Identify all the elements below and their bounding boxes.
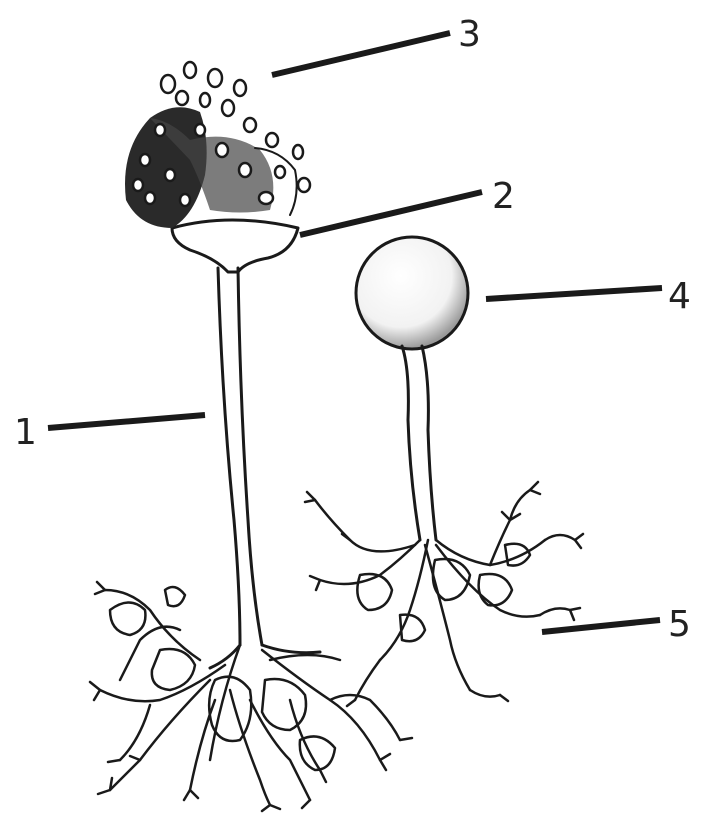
- leader-line-4: [486, 288, 662, 299]
- spore-cluster: [125, 62, 310, 228]
- label-2: 2: [492, 176, 515, 217]
- label-4: 4: [668, 276, 691, 317]
- label-4-group: 4: [486, 276, 691, 317]
- label-2-group: 2: [300, 176, 515, 235]
- leader-line-3: [272, 33, 450, 75]
- label-1: 1: [14, 412, 37, 453]
- young-sporangiophore: [356, 237, 468, 540]
- leader-line-2: [300, 192, 482, 235]
- label-1-group: 1: [14, 412, 205, 453]
- label-5: 5: [668, 604, 691, 645]
- label-5-group: 5: [542, 604, 691, 645]
- label-3-group: 3: [272, 14, 481, 75]
- rhizoid-network: [90, 482, 583, 811]
- leader-line-5: [542, 620, 660, 632]
- label-3: 3: [458, 14, 481, 55]
- main-sporangiophore: [172, 220, 320, 668]
- leader-line-1: [48, 415, 205, 428]
